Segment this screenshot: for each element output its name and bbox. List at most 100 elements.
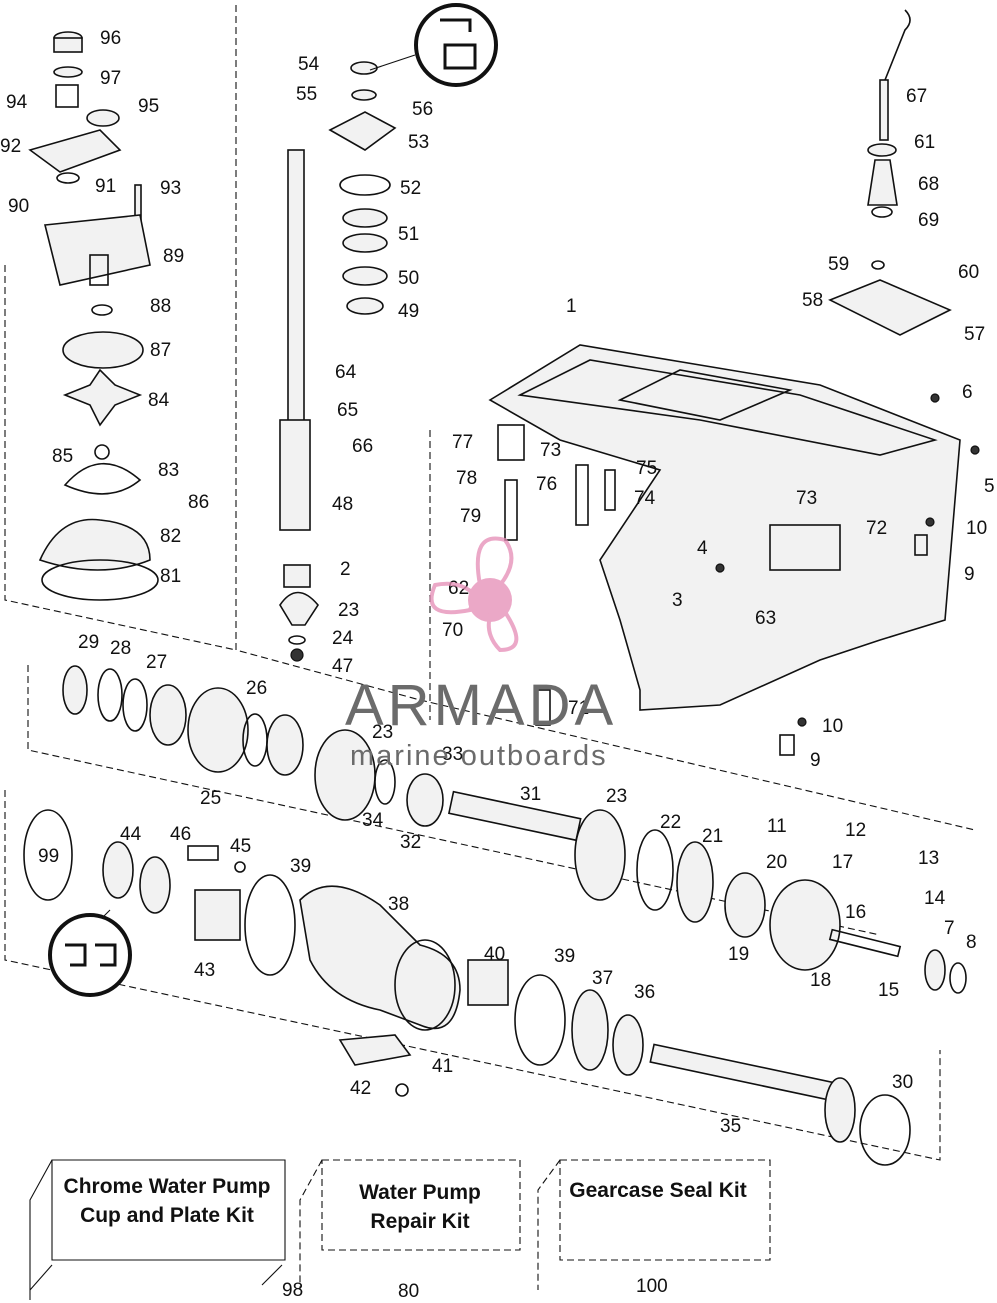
callout: 11 — [767, 816, 787, 837]
callout: 88 — [150, 296, 171, 317]
kit-number: 100 — [636, 1276, 668, 1297]
callout: 74 — [634, 488, 656, 509]
kit-number: 80 — [398, 1281, 420, 1302]
callout: 60 — [958, 262, 979, 283]
callout: 23 — [606, 786, 627, 807]
callout: 68 — [918, 174, 939, 195]
sealant-icon-top — [369, 3, 498, 87]
callout: 67 — [906, 86, 927, 107]
callout: 23 — [372, 722, 393, 743]
callout: 16 — [845, 902, 866, 923]
callout: 75 — [636, 458, 657, 479]
kit-label-water-pump-repair: Water Pump Repair Kit — [359, 1181, 481, 1234]
callout: 32 — [400, 832, 421, 853]
bearing-carrier-and-prop-shaft — [23, 809, 911, 1166]
callout: 47 — [332, 656, 353, 677]
callout: 69 — [918, 210, 939, 231]
callout: 59 — [828, 254, 849, 275]
callout: 53 — [408, 132, 429, 153]
callout: 94 — [6, 92, 28, 113]
callout: 24 — [332, 628, 354, 649]
callout: 30 — [892, 1072, 913, 1093]
callout: 33 — [442, 744, 463, 765]
callout: 86 — [188, 492, 209, 513]
callout: 13 — [918, 848, 939, 869]
callout: 19 — [728, 944, 749, 965]
callout: 9 — [964, 564, 975, 585]
callout: 7 — [944, 918, 955, 939]
callout: 51 — [398, 224, 419, 245]
callout: 84 — [148, 390, 170, 411]
callout: 14 — [924, 888, 946, 909]
callout: 43 — [194, 960, 215, 981]
water-pump-assembly — [28, 31, 159, 601]
frame-water-pump-group — [4, 265, 237, 651]
callout: 73 — [796, 488, 817, 509]
callout: 39 — [554, 946, 575, 967]
callout: 44 — [120, 824, 142, 845]
callout: 90 — [8, 196, 29, 217]
kit-label-gearcase-seal: Gearcase Seal Kit — [569, 1179, 747, 1202]
callout: 57 — [964, 324, 985, 345]
callout: 76 — [536, 474, 557, 495]
callout: 22 — [660, 812, 681, 833]
callout: 54 — [298, 54, 320, 75]
callout: 83 — [158, 460, 179, 481]
callout: 66 — [352, 436, 373, 457]
callout: 4 — [697, 538, 708, 559]
callout: 64 — [335, 362, 357, 383]
callout: 17 — [832, 852, 853, 873]
callout: 10 — [966, 518, 987, 539]
callout: 85 — [52, 446, 73, 467]
callout: 3 — [672, 590, 683, 611]
callout: 31 — [520, 784, 541, 805]
callout: 39 — [290, 856, 311, 877]
callout: 5 — [984, 476, 995, 497]
callout: 89 — [163, 246, 184, 267]
callout: 18 — [810, 970, 831, 991]
callout: 95 — [138, 96, 159, 117]
callout: 56 — [412, 99, 433, 120]
callout: 77 — [452, 432, 473, 453]
callout: 65 — [337, 400, 358, 421]
watermark-tagline: marine outboards — [350, 740, 608, 772]
drive-shaft-assembly — [279, 61, 397, 662]
callout: 9 — [810, 750, 821, 771]
callout: 52 — [400, 178, 421, 199]
kit-frames — [29, 1159, 771, 1300]
callout: 36 — [634, 982, 655, 1003]
sealant-icon-bottom — [48, 909, 132, 997]
callout: 27 — [146, 652, 167, 673]
callout: 87 — [150, 340, 171, 361]
callout: 61 — [914, 132, 935, 153]
frame-gear-group-right — [419, 699, 976, 831]
callout: 29 — [78, 632, 99, 653]
kit-number: 98 — [282, 1280, 304, 1301]
callout: 71 — [568, 698, 589, 719]
callout: 48 — [332, 494, 353, 515]
callout: 28 — [110, 638, 131, 659]
gear-train — [62, 665, 967, 994]
callout: 97 — [100, 68, 121, 89]
callout: 8 — [966, 932, 977, 953]
callout: 40 — [484, 944, 505, 965]
callout: 23 — [338, 600, 359, 621]
callout: 41 — [432, 1056, 453, 1077]
callout: 37 — [592, 968, 613, 989]
callout: 78 — [456, 468, 477, 489]
callout: 15 — [878, 980, 899, 1001]
callout: 12 — [845, 820, 866, 841]
callout: 92 — [0, 136, 21, 157]
callout: 63 — [755, 608, 776, 629]
kit-label-chrome-water-pump: Chrome Water Pump Cup and Plate Kit — [63, 1175, 271, 1228]
callout: 1 — [566, 296, 577, 317]
gearcase-housing — [488, 344, 961, 711]
hardware-fasteners — [497, 393, 980, 756]
callout: 35 — [720, 1116, 741, 1137]
callout: 79 — [460, 506, 481, 527]
callout: 21 — [702, 826, 723, 847]
callout: 10 — [822, 716, 843, 737]
frame-center-group — [235, 5, 421, 701]
